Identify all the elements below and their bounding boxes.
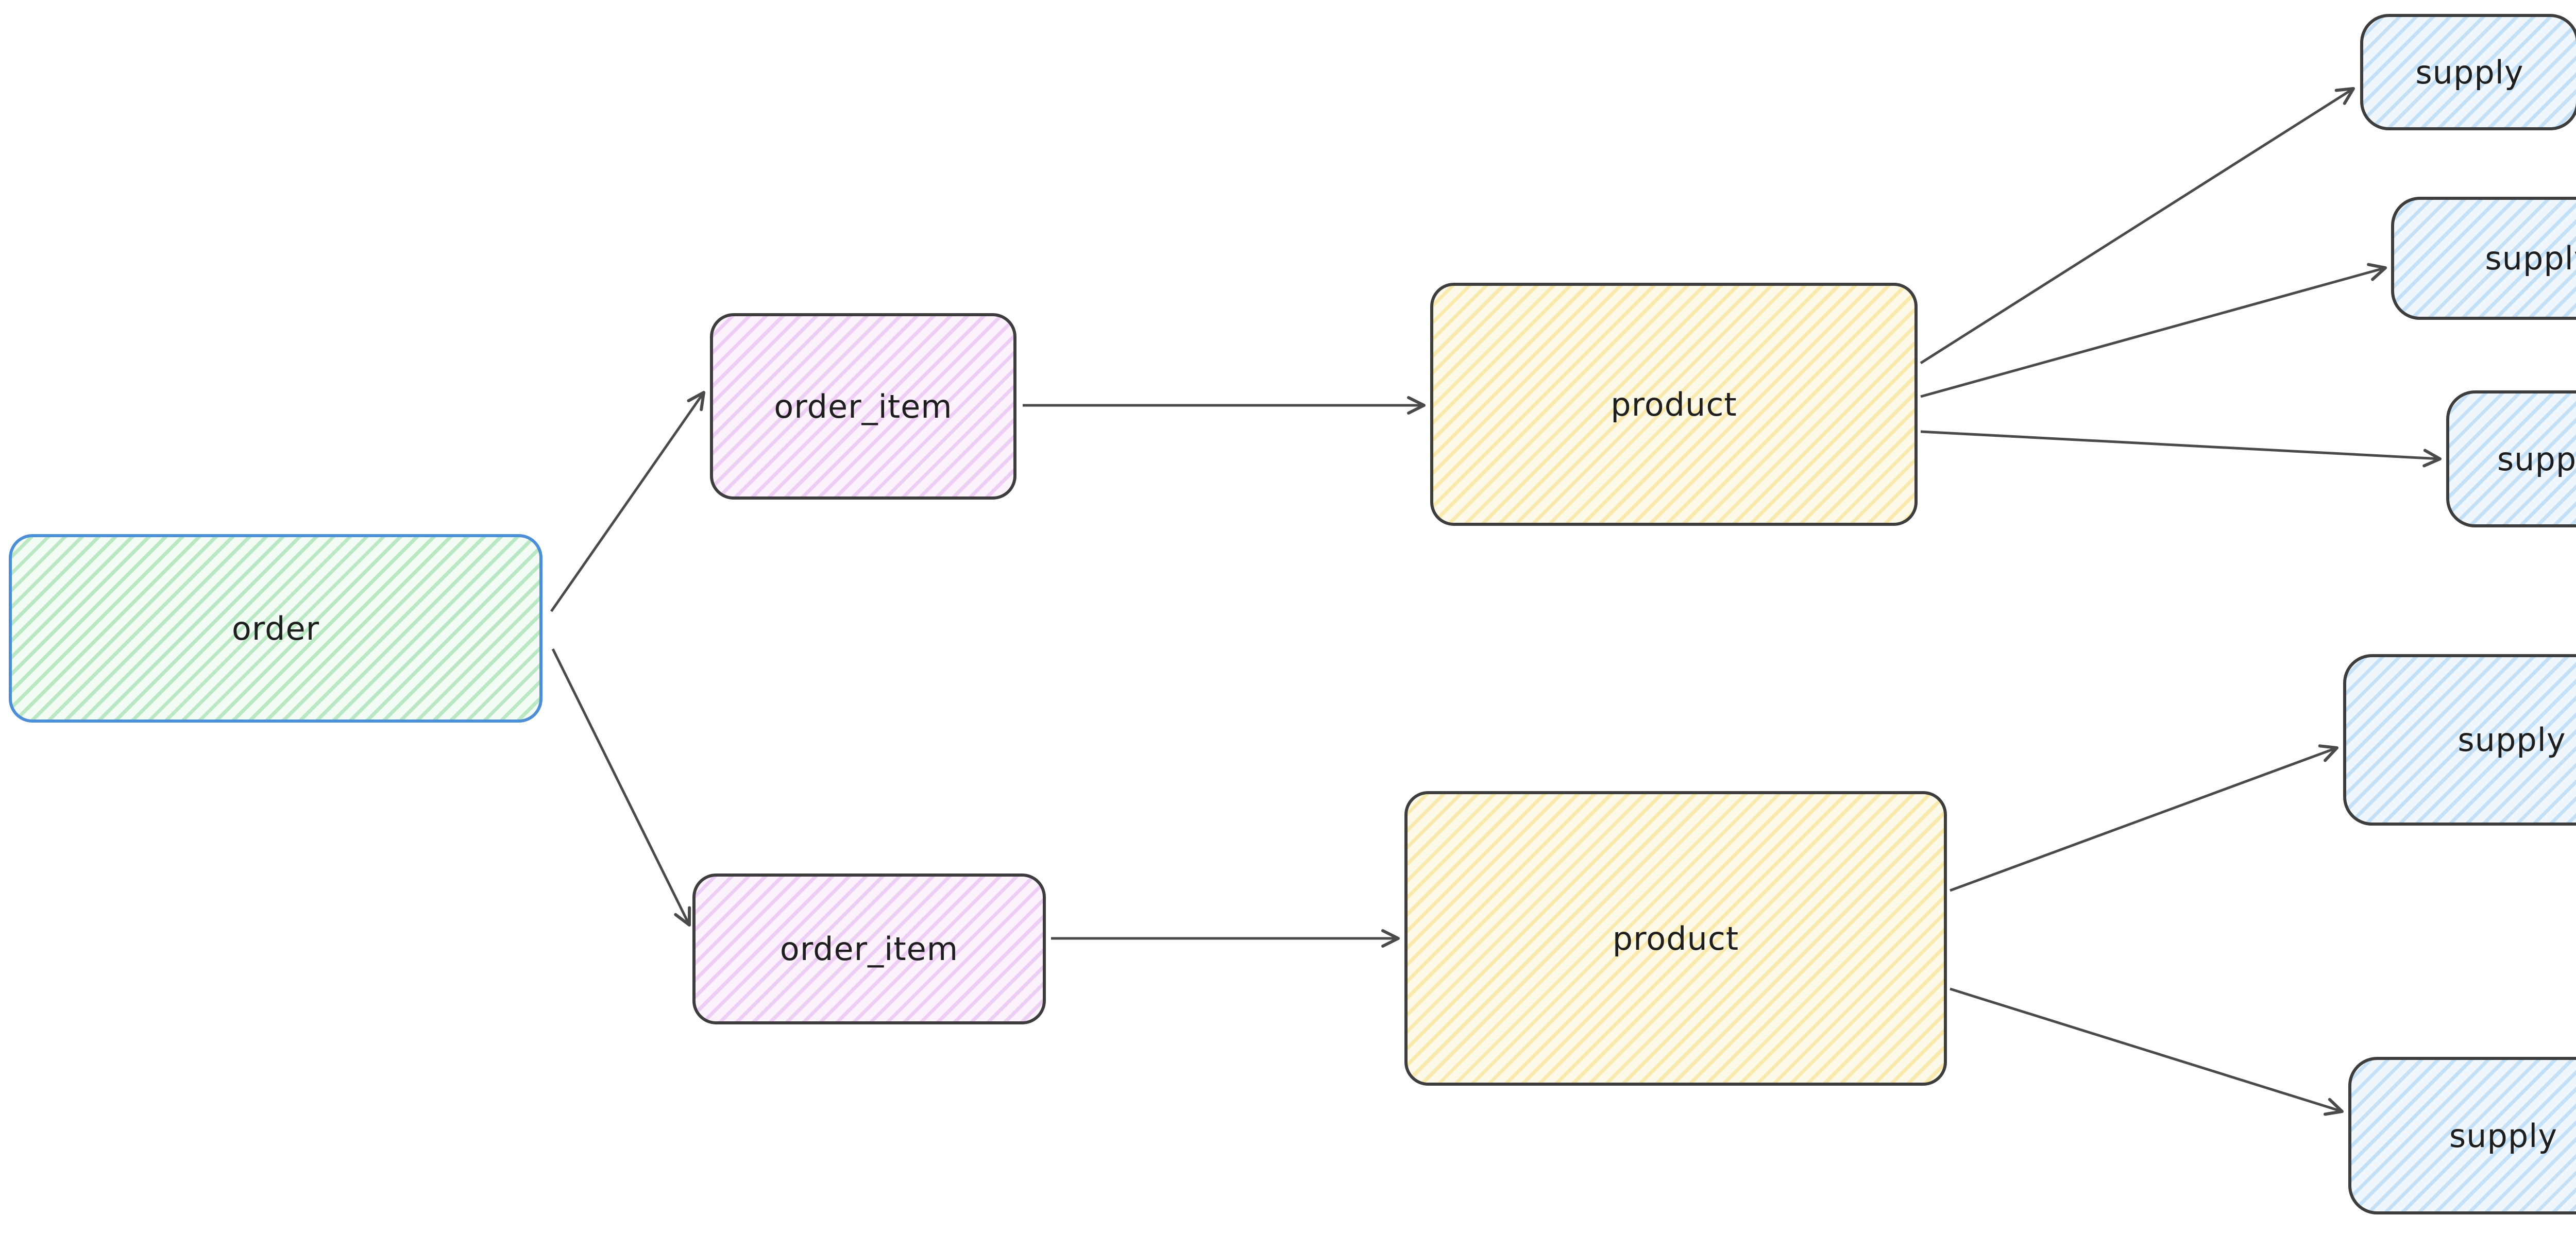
arrow-product-bottom-to-supply-5[interactable] (1950, 987, 2344, 1116)
arrow-product-bottom-to-supply-4-upper[interactable] (1920, 430, 2442, 468)
node-supply-1[interactable]: supply (2360, 14, 2576, 130)
node-order-item-top[interactable]: order_item (710, 313, 1016, 500)
node-label: supply (2415, 53, 2524, 91)
node-supply-4[interactable]: supply (2343, 654, 2576, 826)
node-label: supply (2497, 440, 2576, 478)
node-supply-3[interactable]: supply (2446, 390, 2576, 527)
node-label: supply (2449, 1117, 2558, 1155)
node-supply-2[interactable]: supply (2391, 197, 2576, 320)
node-supply-5[interactable]: supply (2348, 1057, 2576, 1214)
arrow-order-to-order-item-bottom[interactable] (551, 648, 691, 927)
node-label: order_item (774, 387, 953, 425)
node-label: order (231, 609, 320, 647)
node-order-item-bottom[interactable]: order_item (692, 874, 1046, 1024)
arrow-product-top-to-supply-2[interactable] (1920, 263, 2387, 398)
node-label: supply (2458, 721, 2566, 759)
node-product-top[interactable]: product (1430, 283, 1918, 526)
node-order[interactable]: order (9, 534, 543, 723)
arrow-product-bottom-to-supply-4[interactable] (1950, 744, 2338, 892)
node-label: product (1611, 385, 1737, 423)
node-product-bottom[interactable]: product (1404, 791, 1947, 1086)
node-label: product (1612, 919, 1739, 957)
arrow-product-top-to-supply-1[interactable] (1920, 87, 2355, 365)
arrow-order-to-order-item-top[interactable] (550, 391, 705, 612)
node-label: order_item (779, 930, 959, 968)
node-label: supply (2485, 239, 2576, 277)
